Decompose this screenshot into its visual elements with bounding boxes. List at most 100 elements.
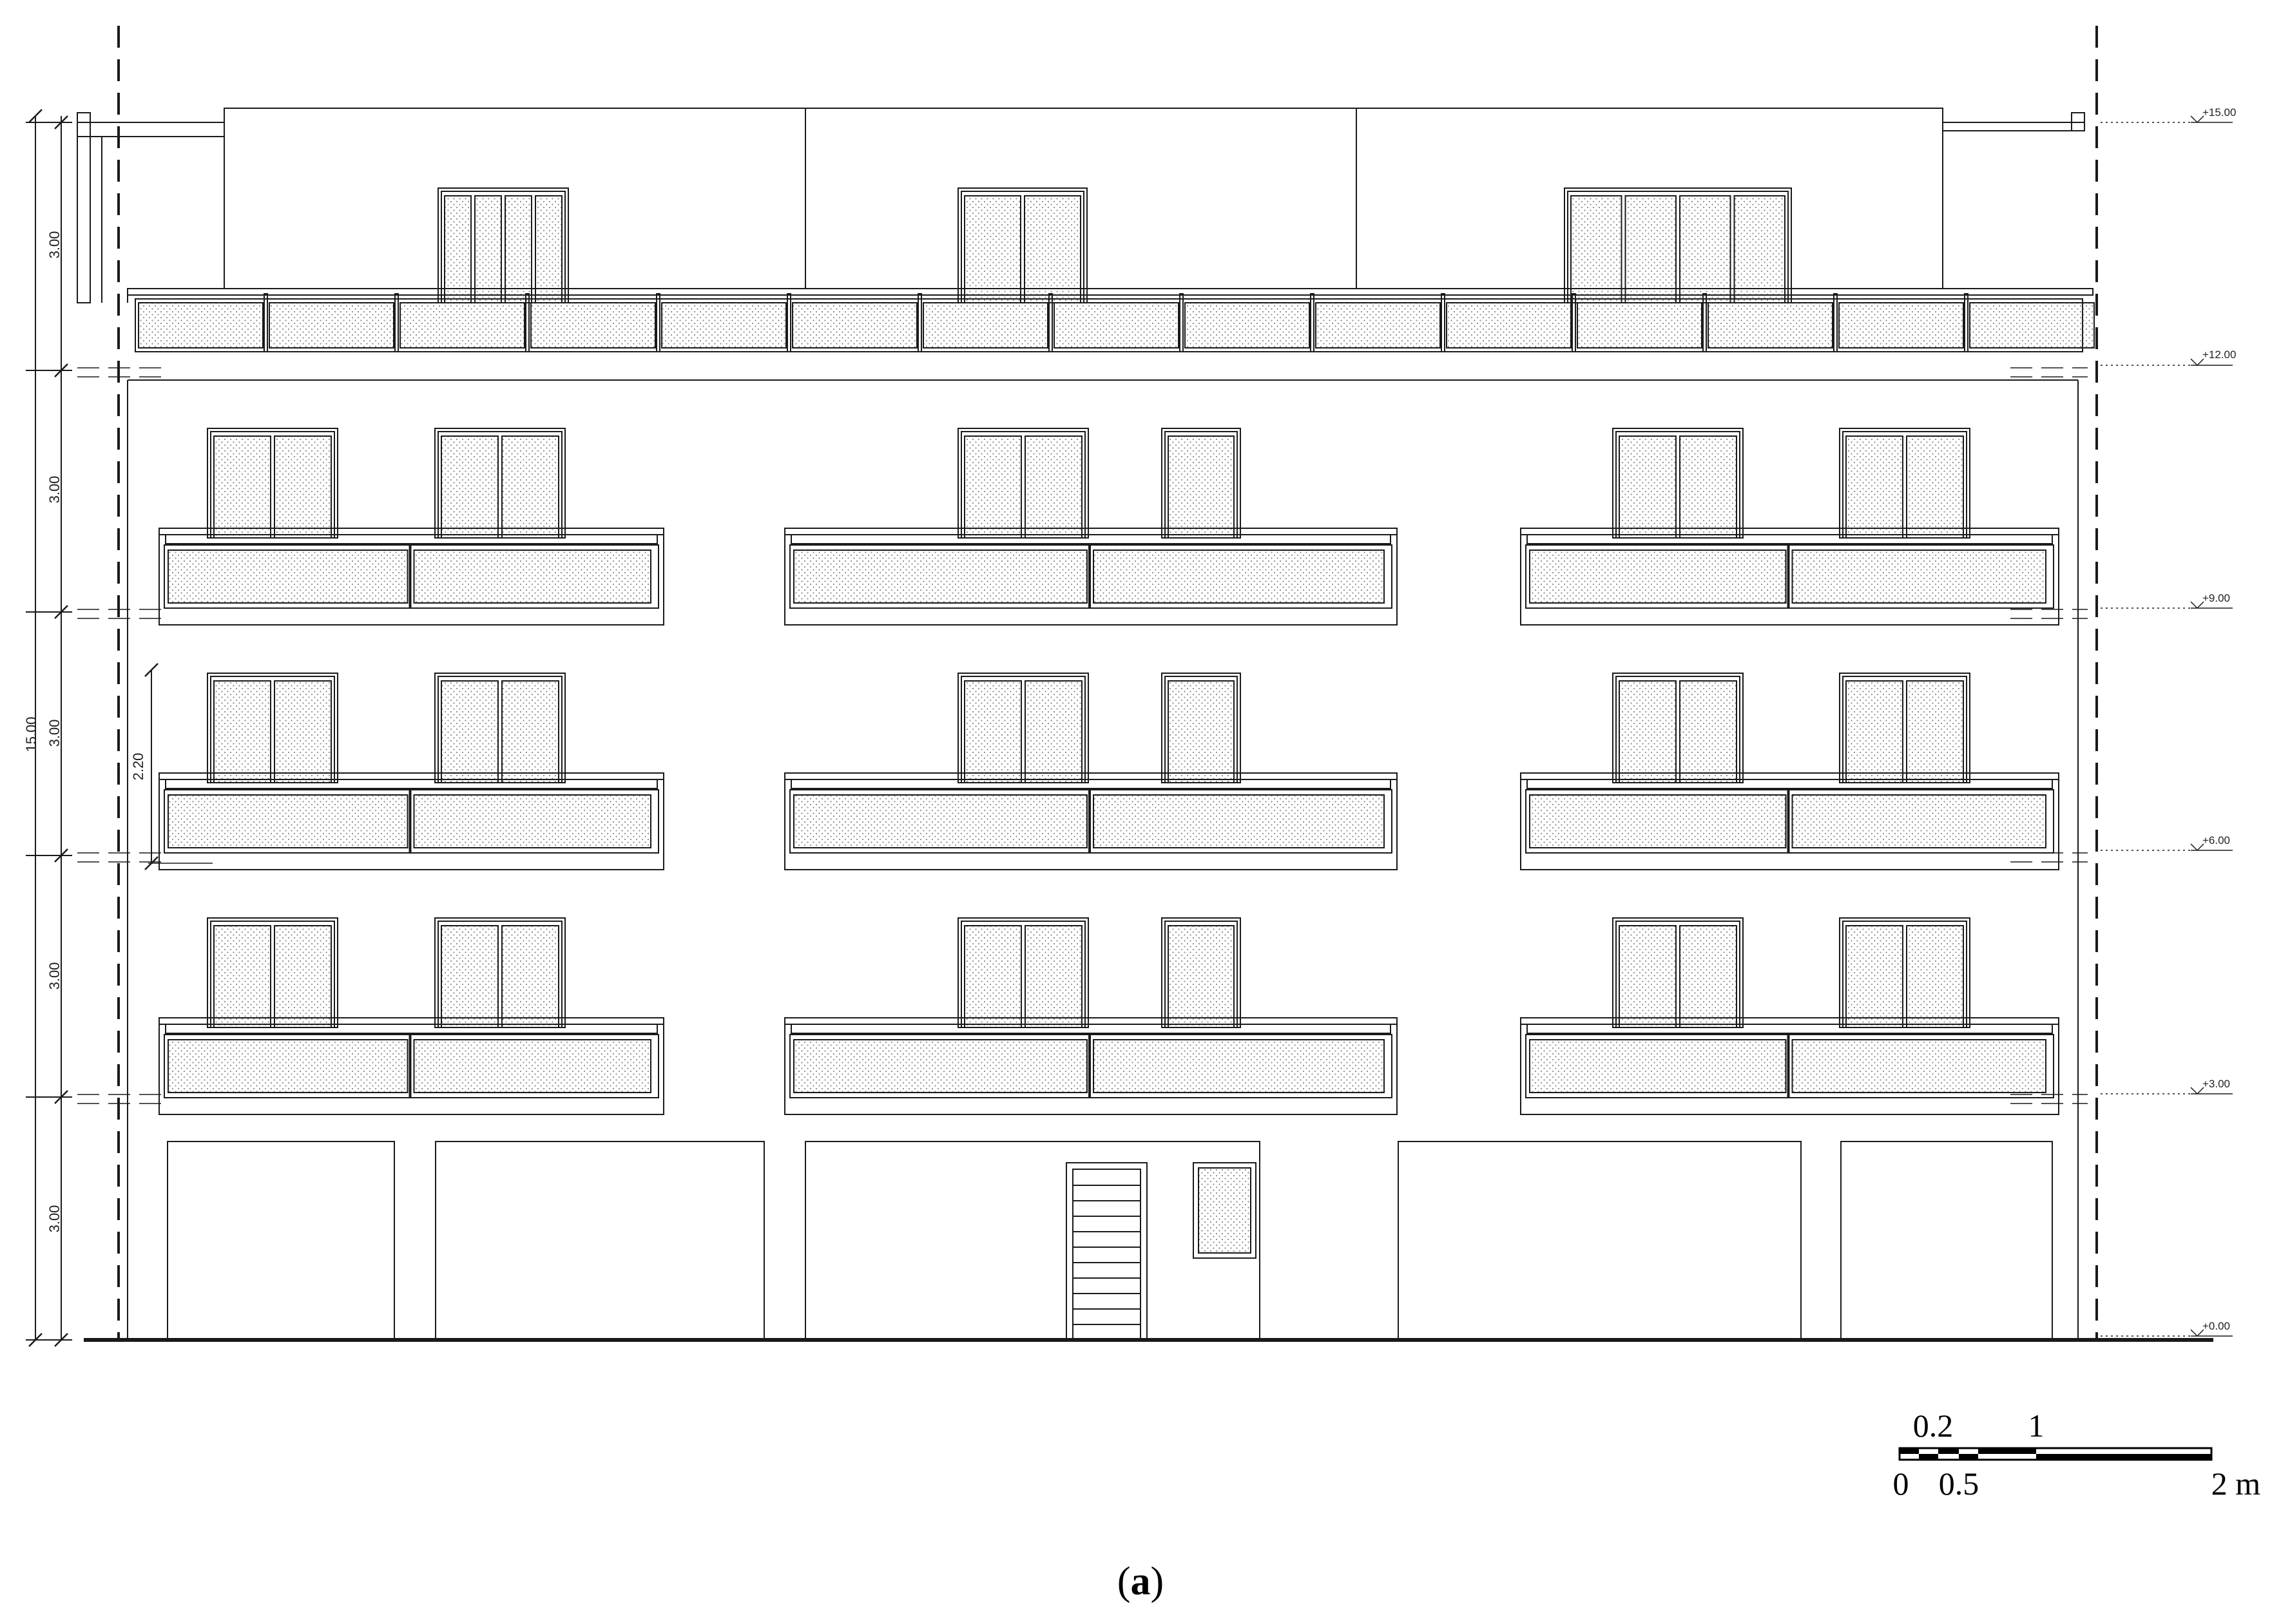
terrace-railing-panel xyxy=(1315,302,1441,349)
door-leaf xyxy=(505,195,532,303)
door-leaf xyxy=(1733,195,1785,303)
door-leaf xyxy=(1168,435,1235,539)
terrace-railing-post xyxy=(1310,293,1314,352)
balcony-panel xyxy=(413,1039,651,1093)
door-leaf xyxy=(501,680,559,783)
terrace-railing-panel xyxy=(399,302,525,349)
terrace-railing-post xyxy=(525,293,530,352)
door-leaf xyxy=(1679,195,1731,303)
door-leaf xyxy=(1906,925,1964,1028)
balcony-rail-band xyxy=(1526,779,2053,789)
door-leaf xyxy=(1906,680,1964,783)
balcony-panel xyxy=(1791,1039,2046,1093)
door-frame-inner xyxy=(1842,676,1967,783)
figure-caption: (a) xyxy=(1117,1560,1164,1603)
balcony-center xyxy=(784,528,1398,626)
door-center-b xyxy=(1161,917,1241,1028)
floor-height-dimension-1: 3.00 xyxy=(46,1205,63,1233)
balcony-rail-band xyxy=(1526,1024,2053,1034)
balcony-panel xyxy=(168,1039,409,1093)
door-leaf xyxy=(213,435,271,539)
door-right-a xyxy=(1612,673,1744,783)
door-center-b xyxy=(1161,428,1241,539)
door-frame-inner xyxy=(961,921,1086,1028)
terrace-railing-panel xyxy=(530,302,656,349)
terrace-railing-post xyxy=(394,293,399,352)
penthouse-door-right xyxy=(1564,187,1792,303)
terrace-railing-panel xyxy=(269,302,394,349)
door-frame-inner xyxy=(961,431,1086,539)
door-leaf xyxy=(1570,195,1622,303)
door-frame-inner xyxy=(1615,921,1740,1028)
balcony-slab xyxy=(784,534,1398,626)
door-leaf xyxy=(1624,195,1677,303)
door-center-a xyxy=(958,917,1089,1028)
scale-label-0-2: 0.2 xyxy=(1913,1408,1954,1444)
level-triangle xyxy=(2190,601,2204,609)
level-label-6: +6.00 xyxy=(2202,834,2230,846)
balcony-rail-band xyxy=(791,1024,1391,1034)
door-leaf xyxy=(964,195,1021,303)
balcony-slab xyxy=(159,779,664,870)
terrace-railing-post xyxy=(1048,293,1053,352)
door-leaf xyxy=(1025,680,1083,783)
terrace-railing-panel xyxy=(1577,302,1702,349)
balcony-panel xyxy=(1791,549,2046,604)
door-frame-inner xyxy=(210,431,335,539)
terrace-railing-post xyxy=(1702,293,1707,352)
terrace-railing-panel xyxy=(1708,302,1833,349)
balcony-rail-band xyxy=(791,779,1391,789)
door-leaf xyxy=(474,195,502,303)
balcony-panel xyxy=(793,794,1088,848)
door-center-a xyxy=(958,673,1089,783)
scale-label-2m: 2 m xyxy=(2211,1466,2261,1502)
entrance-window-glass xyxy=(1198,1167,1251,1254)
balcony-right xyxy=(1520,528,2059,626)
door-leaf xyxy=(1168,925,1235,1028)
entrance-window xyxy=(1193,1162,1256,1259)
level-triangle xyxy=(2190,358,2204,367)
balcony-panel xyxy=(1529,1039,1787,1093)
balcony-panel xyxy=(1791,794,2046,848)
entrance-door-inner xyxy=(1072,1169,1141,1341)
door-leaf xyxy=(501,925,559,1028)
balcony-right xyxy=(1520,1017,2059,1115)
door-leaf xyxy=(535,195,563,303)
balcony-left xyxy=(159,528,664,626)
building xyxy=(77,26,2213,1342)
level-label-12: +12.00 xyxy=(2202,349,2236,361)
balcony-center xyxy=(784,772,1398,870)
balcony-slab xyxy=(784,1024,1398,1115)
door-leaf xyxy=(1845,680,1903,783)
door-right-a xyxy=(1612,428,1744,539)
door-frame-inner xyxy=(1842,431,1967,539)
total-height-dimension: 15.00 xyxy=(23,716,39,752)
door-center-a xyxy=(958,428,1089,539)
door-frame-inner xyxy=(1615,676,1740,783)
door-left-a xyxy=(207,917,338,1028)
balcony-left xyxy=(159,1017,664,1115)
door-left-b xyxy=(434,917,566,1028)
penthouse-door-center xyxy=(958,187,1088,303)
door-leaf xyxy=(1679,925,1737,1028)
balcony-slab xyxy=(1520,1024,2059,1115)
balcony-panel xyxy=(168,794,409,848)
door-leaf xyxy=(213,680,271,783)
dimension-lines xyxy=(26,109,213,1347)
balcony-panel xyxy=(1093,794,1385,848)
door-leaf xyxy=(1845,435,1903,539)
balcony-panel xyxy=(413,549,651,604)
door-frame-inner xyxy=(210,921,335,1028)
balcony-slab xyxy=(784,779,1398,870)
door-leaf xyxy=(1845,925,1903,1028)
door-leaf xyxy=(1168,680,1235,783)
scale-label-0: 0 xyxy=(1893,1466,1909,1502)
garage-door-3 xyxy=(1398,1141,1802,1341)
door-leaf xyxy=(1619,925,1677,1028)
terrace-railing-post xyxy=(1964,293,1968,352)
door-frame-inner xyxy=(438,431,563,539)
door-leaf xyxy=(274,680,332,783)
level-triangle xyxy=(2190,1329,2204,1337)
balcony-top-rail xyxy=(784,1017,1398,1025)
balcony-panel xyxy=(1093,549,1385,604)
